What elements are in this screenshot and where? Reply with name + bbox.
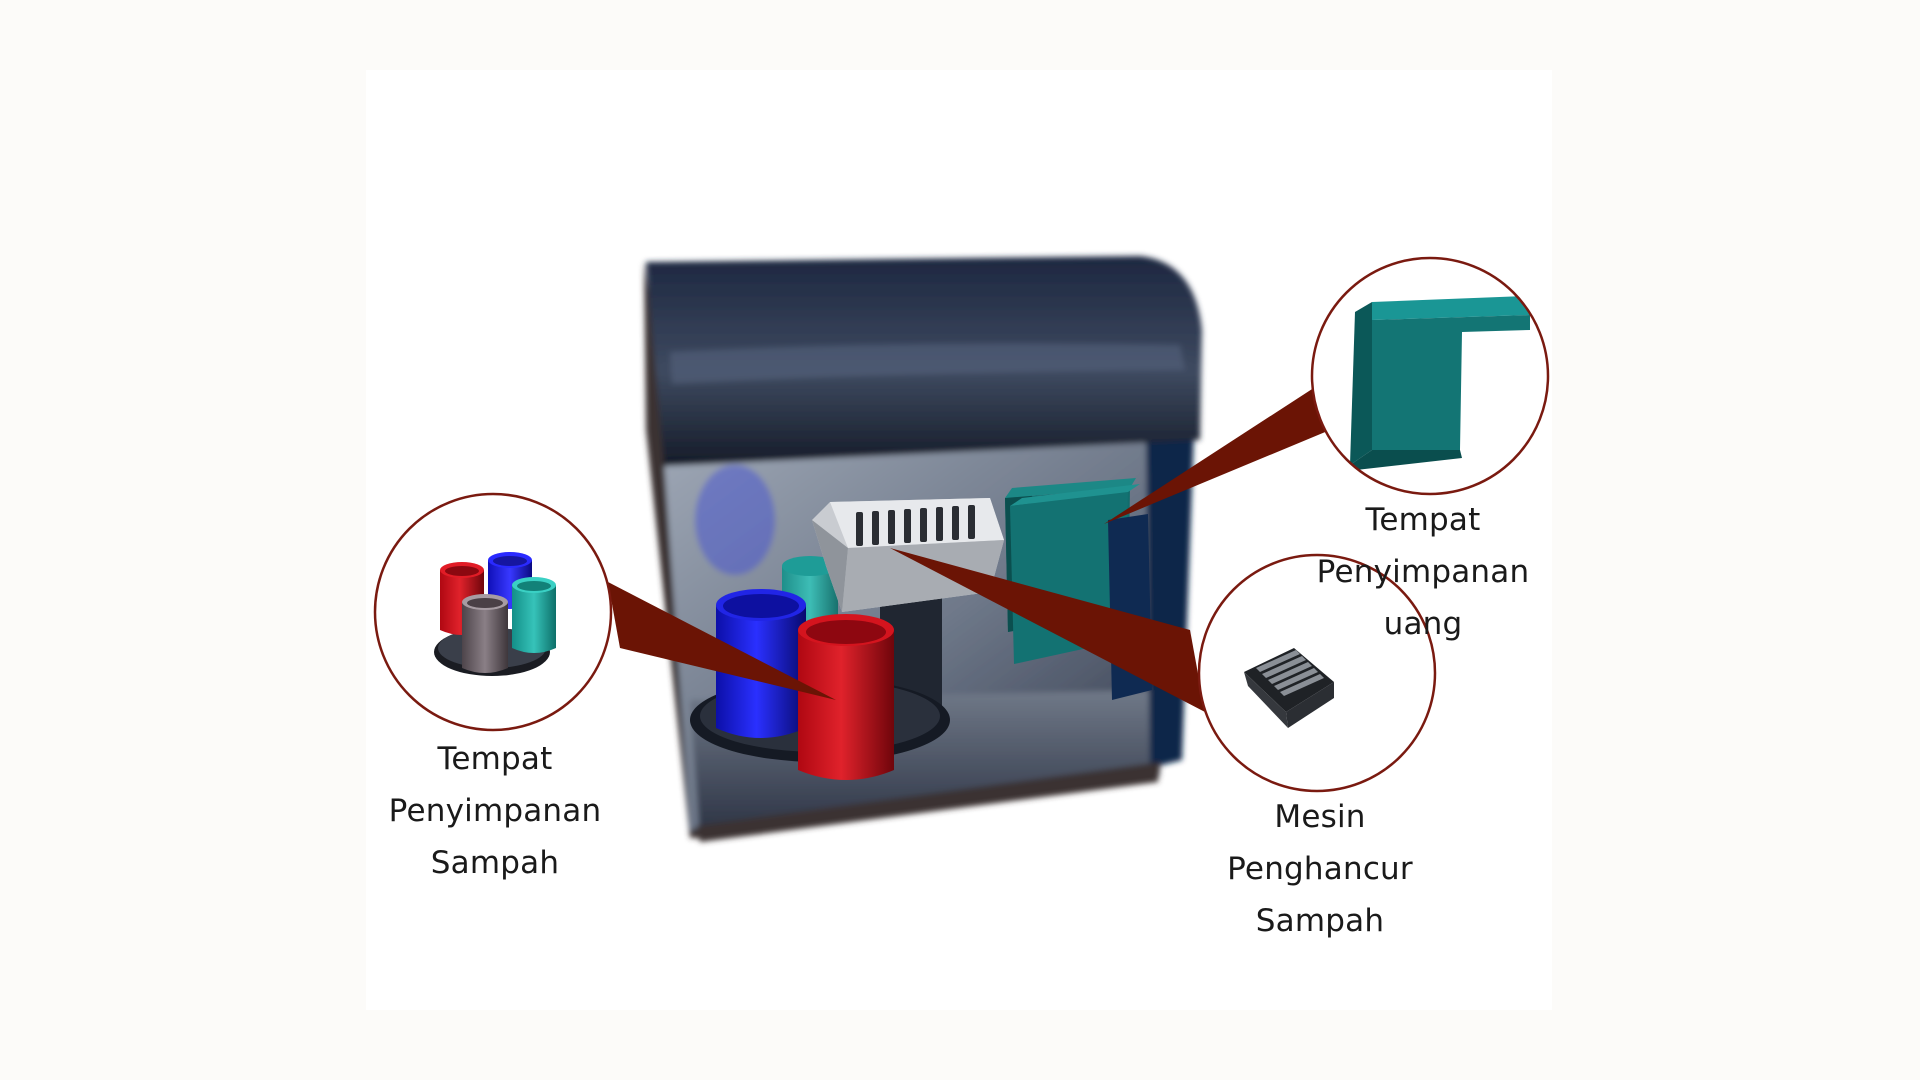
callout-trash-shredder bbox=[1197, 553, 1437, 793]
money-storage-box-icon bbox=[1350, 296, 1530, 470]
callout-ring-trash-storage bbox=[373, 492, 613, 732]
shredder-machine-icon bbox=[1244, 648, 1334, 728]
label-money-storage: Tempat Penyimpanan uang bbox=[1316, 502, 1530, 642]
callout-money-storage bbox=[1310, 256, 1550, 496]
pointer-trash-shredder bbox=[890, 548, 1205, 712]
pointer-money-storage bbox=[1104, 380, 1330, 524]
label-trash-shredder: Mesin Penghancur Sampah bbox=[1227, 799, 1413, 939]
red-bin bbox=[798, 630, 894, 780]
label-trash-storage: Tempat Penyimpanan Sampah bbox=[388, 741, 602, 881]
shredder-blades bbox=[856, 505, 975, 546]
pointer-trash-storage bbox=[608, 582, 836, 700]
callout-ring-money-storage bbox=[1310, 256, 1550, 496]
kiosk-base bbox=[696, 762, 1160, 842]
kiosk-internals bbox=[690, 478, 1152, 780]
callout-trash-storage bbox=[373, 492, 613, 732]
callout-ring-trash-shredder bbox=[1197, 553, 1437, 793]
